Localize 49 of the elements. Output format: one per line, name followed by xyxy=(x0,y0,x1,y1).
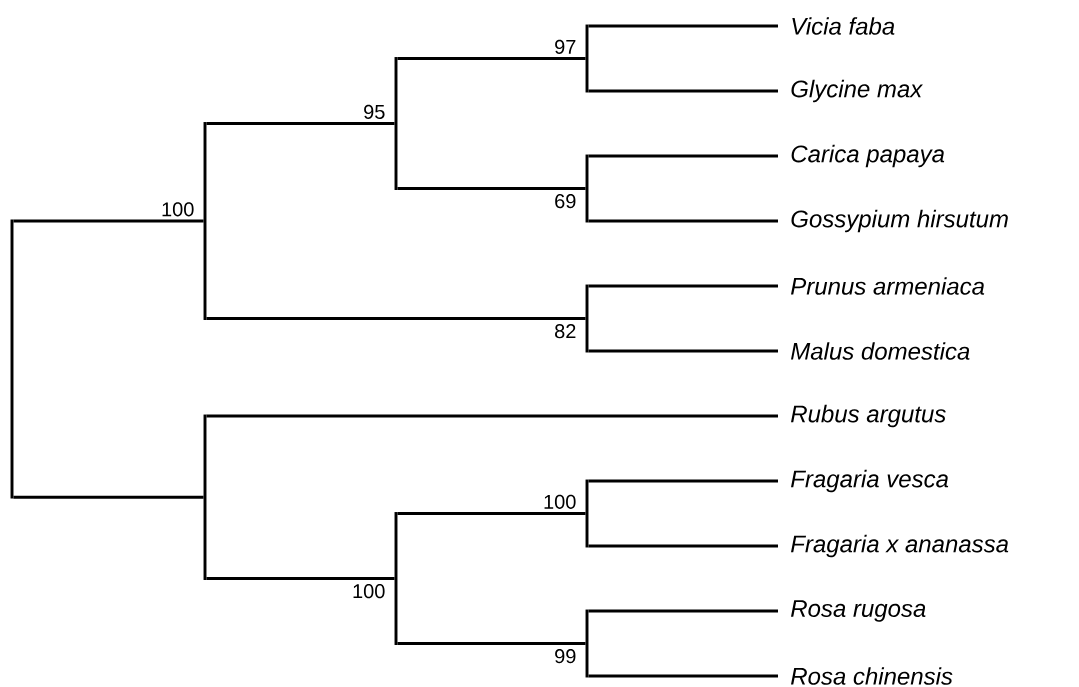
taxon-label: Vicia faba xyxy=(792,17,895,35)
support-value: 82 xyxy=(555,324,576,339)
branch-line xyxy=(588,544,778,548)
branch-line xyxy=(588,674,778,678)
taxon-label: Carica papaya xyxy=(791,144,945,168)
taxon-label: Fragaria vesca xyxy=(791,469,949,493)
branch-line xyxy=(397,187,586,190)
branch-line xyxy=(206,122,395,125)
support-value: 100 xyxy=(353,584,385,599)
branch-line xyxy=(397,512,586,515)
taxon-label: Prunus armeniaca xyxy=(791,277,985,295)
branch-bar xyxy=(585,609,589,678)
taxon-label: Malus domestica xyxy=(791,342,970,360)
branch-bar xyxy=(10,219,14,499)
branch-bar xyxy=(585,154,589,223)
support-value: 99 xyxy=(555,649,576,664)
taxon-label: Rosa rugosa xyxy=(791,600,926,622)
branch-bar xyxy=(585,284,589,353)
branch-bar xyxy=(585,24,589,93)
branch-line xyxy=(588,89,778,93)
branch-line xyxy=(206,577,395,580)
support-value: 97 xyxy=(555,39,576,54)
taxon-label: Rosa chinensis xyxy=(791,667,953,685)
support-value: 100 xyxy=(544,494,576,509)
branch-bar xyxy=(203,414,207,580)
branch-bar xyxy=(585,479,589,548)
branch-line xyxy=(206,414,778,418)
branch-line xyxy=(588,609,778,613)
branch-line xyxy=(588,479,778,483)
branch-bar xyxy=(394,57,398,190)
branch-line xyxy=(588,349,778,353)
branch-line xyxy=(397,642,586,645)
branch-line xyxy=(206,317,586,320)
support-value: 95 xyxy=(364,104,385,119)
support-value: 69 xyxy=(555,194,576,209)
branch-line xyxy=(397,57,586,60)
branch-line xyxy=(588,219,778,223)
support-value: 100 xyxy=(162,202,194,217)
branch-bar xyxy=(394,512,398,645)
taxon-label: Gossypium hirsutum xyxy=(791,209,1008,233)
branch-line xyxy=(13,219,204,223)
branch-bar xyxy=(203,122,207,320)
taxon-label: Fragaria x ananassa xyxy=(791,534,1009,558)
branch-line xyxy=(588,154,778,158)
branch-line xyxy=(588,284,778,288)
taxon-label: Rubus argutus xyxy=(791,404,946,428)
branch-line xyxy=(588,24,778,28)
taxon-label: Glycine max xyxy=(791,79,923,103)
branch-line xyxy=(13,495,204,499)
